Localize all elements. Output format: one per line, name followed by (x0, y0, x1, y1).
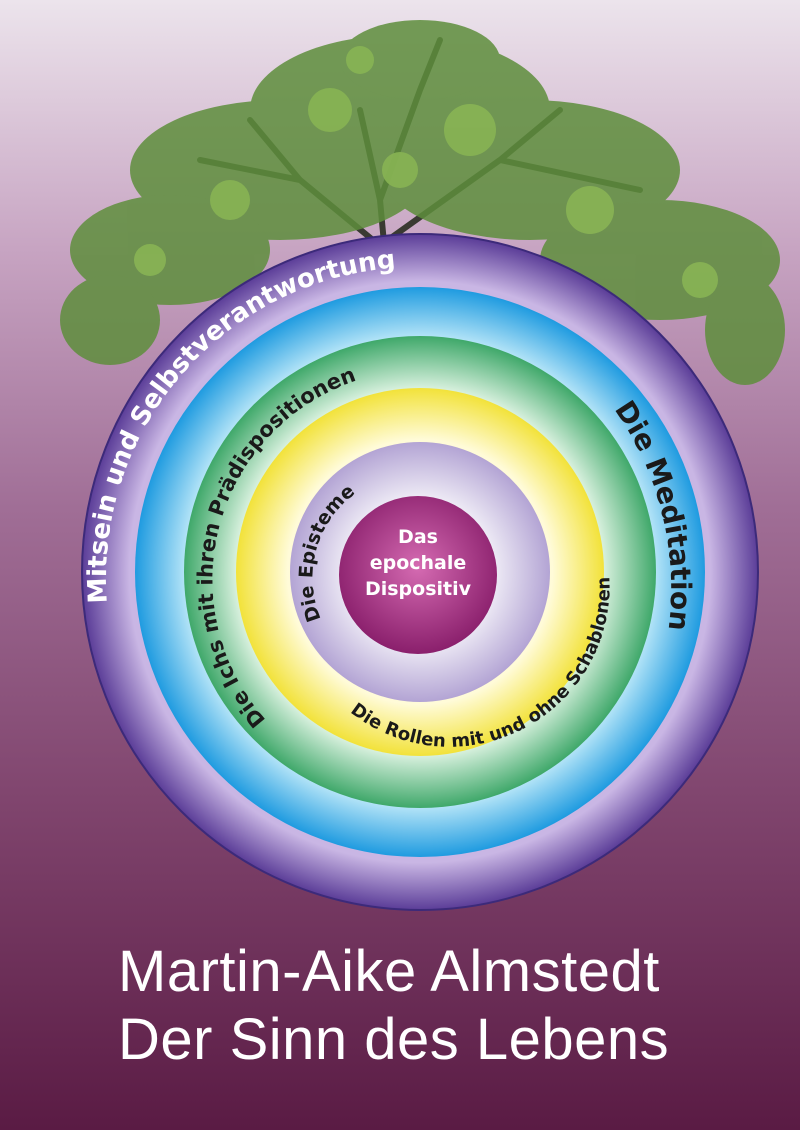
concentric-rings (81, 233, 759, 911)
core-line-2: epochale (370, 552, 467, 574)
core-line-1: Das (398, 526, 438, 548)
author-name: Martin-Aike Almstedt (118, 939, 660, 1004)
cover-text-block: Martin-Aike Almstedt Der Sinn des Lebens (118, 938, 778, 1074)
core-line-3: Dispositiv (365, 578, 472, 600)
book-title: Der Sinn des Lebens (118, 1007, 670, 1072)
core-circle (339, 496, 497, 654)
